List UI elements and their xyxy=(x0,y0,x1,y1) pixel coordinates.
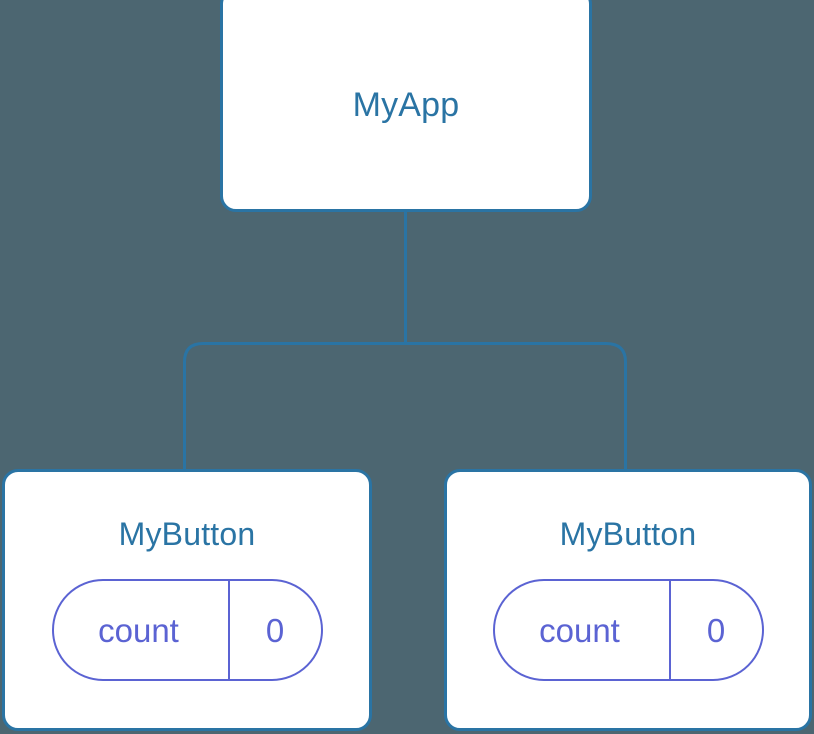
node-myapp[interactable]: MyApp xyxy=(220,0,592,212)
node-mybutton-0[interactable]: MyButton count 0 xyxy=(2,469,372,731)
edge-root-to-child-0 xyxy=(183,342,406,470)
edge-root-to-child-1 xyxy=(405,342,627,470)
node-mybutton-0-label: MyButton xyxy=(118,516,256,552)
node-myapp-label: MyApp xyxy=(352,86,460,124)
state-key-label-1: count xyxy=(539,611,620,649)
state-pill-count-1[interactable]: count 0 xyxy=(492,579,764,681)
node-mybutton-1-label: MyButton xyxy=(559,516,697,552)
node-mybutton-1[interactable]: MyButton count 0 xyxy=(444,469,812,731)
state-value-label-0: 0 xyxy=(227,581,321,679)
state-pill-count-0[interactable]: count 0 xyxy=(51,579,323,681)
state-value-label-1: 0 xyxy=(668,581,762,679)
state-key-label-0: count xyxy=(98,611,179,649)
